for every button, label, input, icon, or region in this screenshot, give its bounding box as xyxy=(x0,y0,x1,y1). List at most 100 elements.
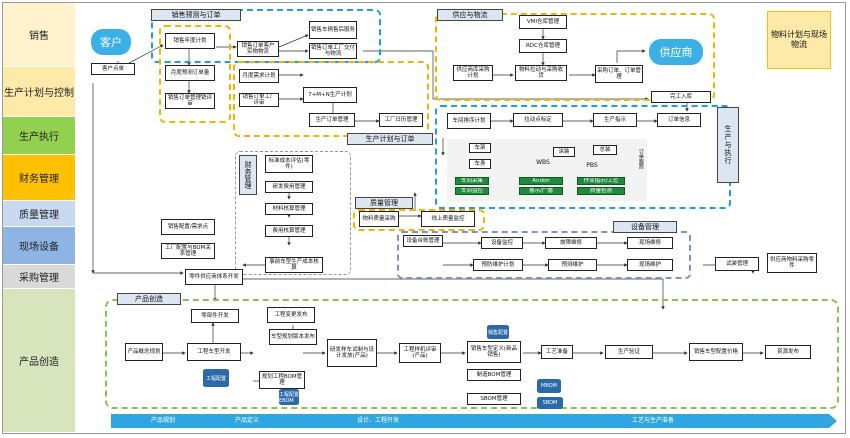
box-quality-event: 物料质量采购 xyxy=(359,211,399,227)
box-wbs: WBS xyxy=(536,158,550,166)
box-coat: 涂装 xyxy=(553,147,575,157)
timeline-stage-4: 工艺与生产准备 xyxy=(631,416,674,424)
box-trial-mgmt: 试装管理 xyxy=(715,257,759,271)
material-plan-note: 物料计划与现场物流 xyxy=(767,11,831,69)
box-monthly-plan: 月度需求计划 xyxy=(239,69,279,83)
box-prod-verify: 生产验证 xyxy=(605,345,653,359)
group-prod-plan-title: 生产计划与订单 xyxy=(347,133,433,145)
box-workshop-monitor: 车间监控 xyxy=(455,187,489,195)
group-equipment xyxy=(397,231,691,279)
box-type-release: 车型规划版本发布 xyxy=(269,329,317,345)
box-work-exec: 作业指示/工位 xyxy=(577,177,625,185)
box-sales-config: 销售配置/需求点 xyxy=(161,219,215,235)
lane-purchase: 采购管理 xyxy=(3,265,75,289)
lane-product: 产品创造 xyxy=(3,289,75,433)
group-supply xyxy=(435,13,715,101)
box-fault-repair: 故障维修 xyxy=(545,237,597,249)
box-site-repair: 现场维修 xyxy=(627,237,673,249)
box-pbs: PBS xyxy=(586,161,598,169)
lane-execution: 生产执行 xyxy=(3,117,75,155)
group-equipment-title: 设备管理 xyxy=(613,221,677,233)
cylinder-eng-config: 工程配置 xyxy=(203,369,229,387)
box-parts-supply: 零件供应商体系开发 xyxy=(185,269,243,285)
box-mfg-bom: 制造BOM管理 xyxy=(467,369,521,381)
box-7mn-plan: 7+M+N生产计划 xyxy=(303,87,357,103)
box-site-maint: 现场维护 xyxy=(627,259,673,271)
box-sales-review: 销售订单管理销评审 xyxy=(165,93,215,109)
group-quality-title: 质量管理 xyxy=(355,197,413,209)
box-pull-trigger: 拉动点标定 xyxy=(513,113,563,127)
box-complete-stock: 完工入库 xyxy=(651,91,711,103)
box-online-quality: 线上质量监控 xyxy=(421,211,475,227)
group-product xyxy=(105,299,839,409)
box-order-mgmt: 月度预测订单量 xyxy=(165,65,215,81)
diagram-frame: 销售 生产计划与控制 生产执行 财务管理 质量管理 现场设备 采购管理 产品创造 xyxy=(2,2,846,434)
group-finance-title: 财务管理 xyxy=(239,155,257,195)
cylinder-ebom: 工程配置EBOM xyxy=(279,389,299,405)
timeline-stage-3: 设计、工程开发 xyxy=(356,416,399,424)
box-sales-cfg: 销售车型定义(新品销售) xyxy=(467,341,521,363)
lane-quality: 质量管理 xyxy=(3,201,75,227)
timeline-stage-1: 产品规划 xyxy=(150,416,175,424)
group-quality xyxy=(353,209,485,231)
box-workshop-collect: 车间采集 xyxy=(455,177,489,185)
box-customer-order: 客户点单 xyxy=(91,63,135,75)
lane-planning: 生产计划与控制 xyxy=(3,67,75,117)
cylinder-sales-config: 销售配置 xyxy=(487,325,509,339)
box-std-cost: 标准成本评估(零件) xyxy=(265,155,313,173)
box-resource-release: 资源发布 xyxy=(765,345,811,359)
box-order-info: 订单信息 xyxy=(657,113,701,127)
box-body: 车架 xyxy=(469,143,491,153)
box-factory-calendar: 工厂日历管理 xyxy=(379,113,423,127)
box-quality-trace: 质量检测 xyxy=(577,187,625,195)
box-sbom: SBOM管理 xyxy=(467,393,521,405)
timeline-bar xyxy=(111,414,837,428)
group-finance xyxy=(235,151,351,275)
box-vehicle-cost: 事前车型生产成本核算 xyxy=(265,257,323,273)
customer-cloud: 客户 xyxy=(91,29,131,55)
box-dealer-order: 销售订单客户实物物流 xyxy=(237,41,279,57)
box-plan-product: 产品概念规划 xyxy=(125,343,163,361)
box-sales-plan: 销售年度计划 xyxy=(165,33,215,49)
box-prod-order: 生产订单管理 xyxy=(309,113,355,127)
box-sales-service: 销售车辆售后服务 xyxy=(309,21,357,39)
box-supplier-order: 供应商物料采购零件 xyxy=(767,253,817,273)
box-prod-display: 生产指示 xyxy=(593,113,637,127)
box-dev-design: 研发样车试制与设计发放(产品) xyxy=(327,339,377,367)
supplier-cloud: 供应商 xyxy=(649,39,703,65)
box-equip-base: 设备台账管理 xyxy=(403,235,443,247)
box-eng-review: 工程样机评审(产品) xyxy=(399,343,441,363)
box-prog-bom: 规划工程BOM管理 xyxy=(259,371,305,389)
box-sales-price: 销售车型配置价格 xyxy=(689,343,743,361)
box-cost-mgmt: 费用核算管理 xyxy=(265,225,313,237)
box-assembly: 总装 xyxy=(593,145,617,155)
box-process-plan: 工艺准备 xyxy=(541,345,573,359)
group-prod-plan xyxy=(233,61,429,137)
box-purchase-order: 采购订单、订单管理 xyxy=(595,65,643,83)
box-sales-order-factory: 销售订单工厂评审 xyxy=(239,93,279,107)
box-eng-design: 工程车型开发 xyxy=(187,343,241,361)
box-predict: 预测维护 xyxy=(548,259,597,271)
lane-finance: 财务管理 xyxy=(3,155,75,201)
box-eng-change: 工程变更发布 xyxy=(267,307,315,323)
box-prod-cost: 研发费用管理 xyxy=(265,181,313,193)
box-order-tracking: 订单跟踪 xyxy=(637,149,644,169)
lane-equipment: 现场设备 xyxy=(3,227,75,265)
box-factory-bom: 工厂配置与BOM关系管理 xyxy=(161,243,215,259)
timeline-stage-2: 产品定义 xyxy=(234,416,259,424)
box-parts-dev: 零部件开发 xyxy=(191,309,239,323)
box-mat-pull: 物料拉动与采购收货 xyxy=(515,65,567,81)
group-sales-inner xyxy=(159,25,231,123)
cylinder-sbom: SBOM xyxy=(537,397,563,409)
group-sales-forecast-title: 销售预测与订单 xyxy=(151,9,241,21)
box-material-cost: 材料核算管理 xyxy=(265,203,313,215)
box-workshop-seq: 车间排序计划 xyxy=(447,113,491,129)
box-preventive: 预防维护计划 xyxy=(473,259,523,271)
box-rdc: RDC仓库管理 xyxy=(519,39,567,53)
box-display: 展示/广播 xyxy=(519,187,563,195)
box-equip-monitor: 设备监控 xyxy=(481,237,523,249)
group-supply-title: 供应与物流 xyxy=(437,9,503,21)
box-sales-factory: 销售订单工厂交付与物流 xyxy=(309,43,357,59)
box-andon: Andon xyxy=(519,177,563,185)
box-vmi: VMI仓库管理 xyxy=(519,15,567,29)
